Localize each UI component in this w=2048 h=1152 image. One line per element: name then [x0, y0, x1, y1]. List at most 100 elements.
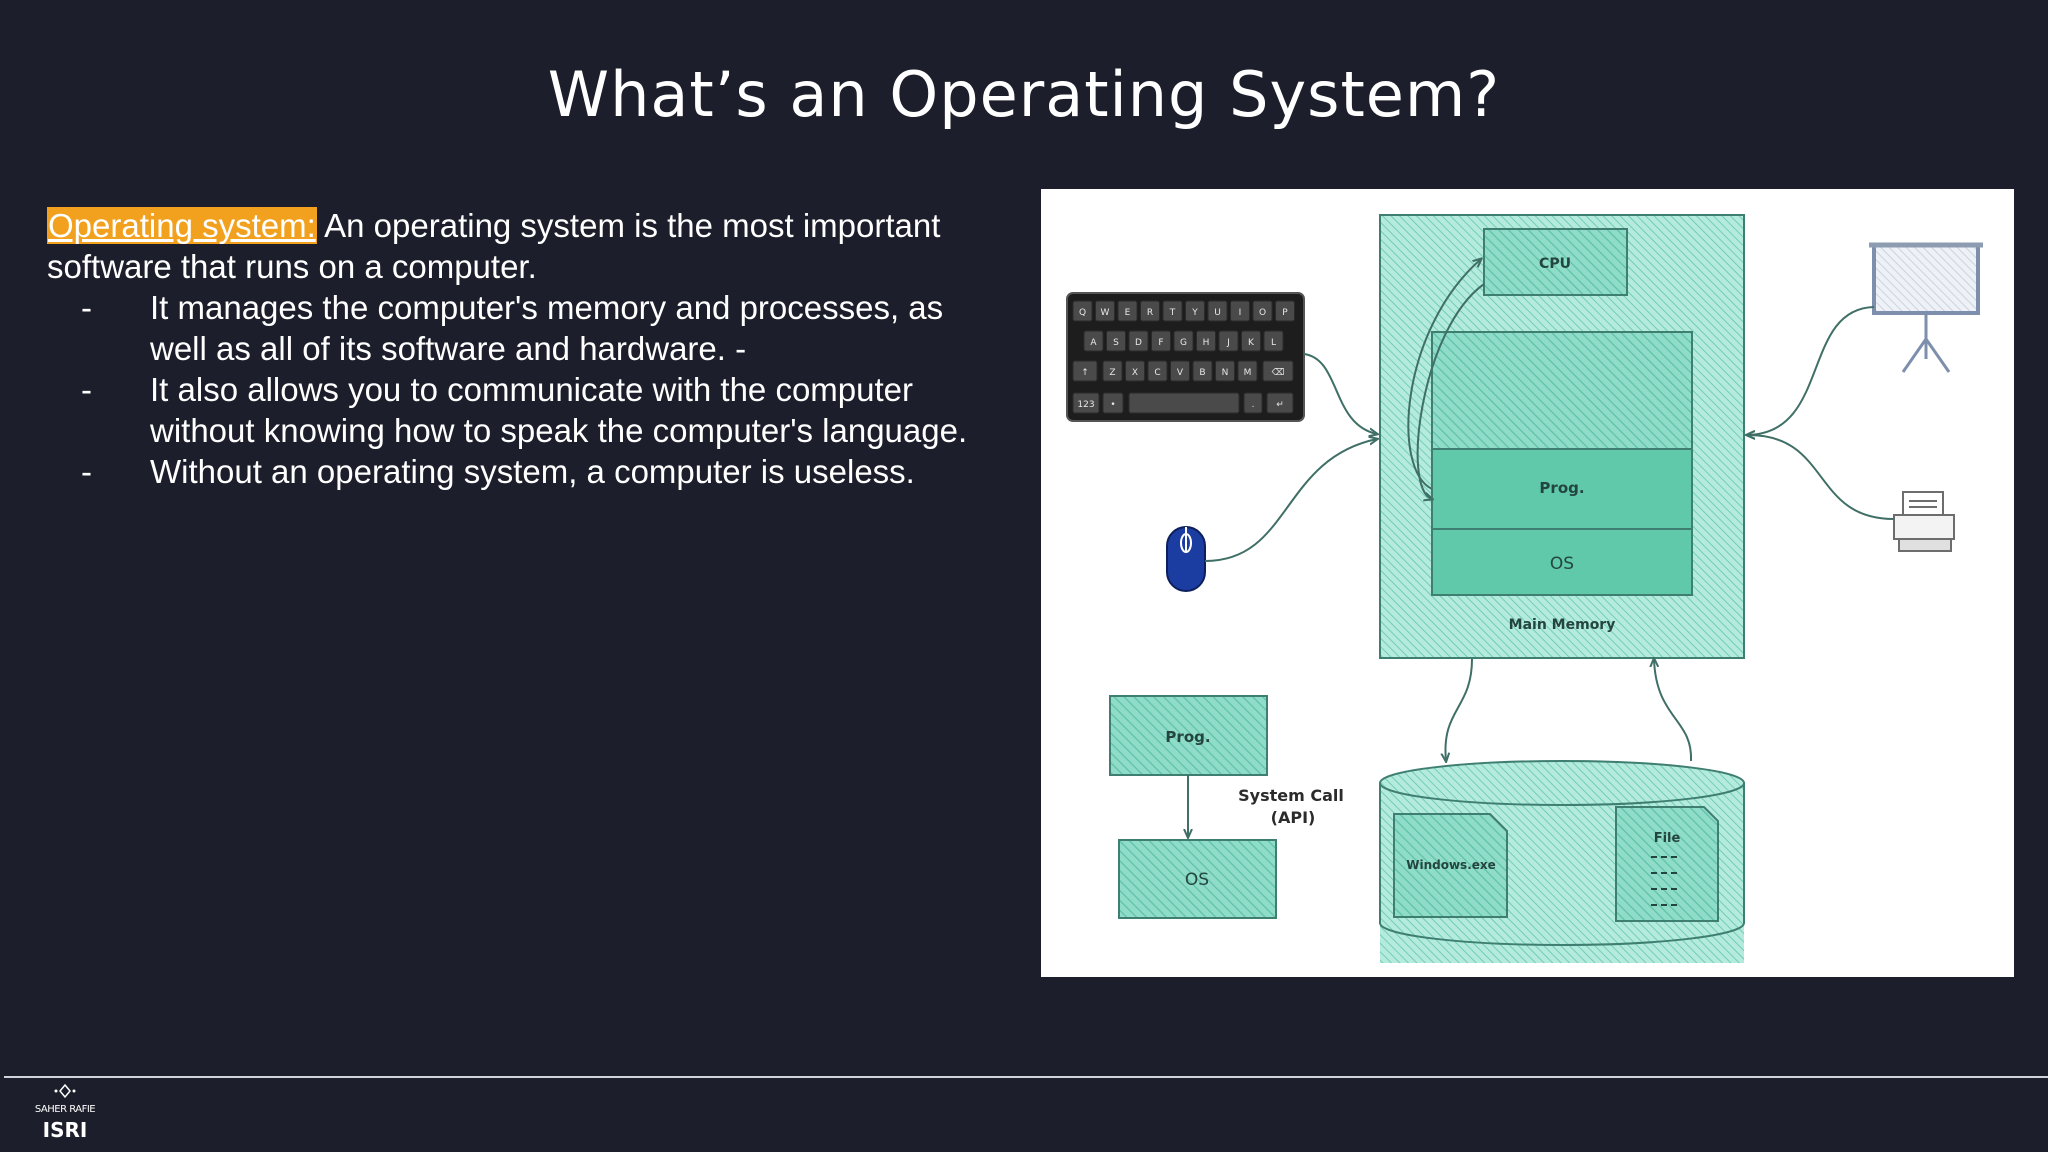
syscall-os-box: OS	[1118, 839, 1277, 919]
keyboard-key-label: ↵	[1276, 400, 1284, 410]
keyboard-key-label: M	[1244, 368, 1252, 378]
bullet-marker: -	[81, 371, 92, 408]
memory-block: Prog. OS	[1431, 331, 1693, 596]
bullet-text: It manages the computer's memory and pro…	[150, 289, 944, 367]
keyboard-key	[1117, 300, 1138, 322]
keyboard-key-label: •	[1110, 400, 1115, 410]
keyboard-key-label: P	[1282, 308, 1288, 318]
keyboard-key	[1263, 330, 1284, 352]
bullet-text: Without an operating system, a computer …	[150, 453, 915, 490]
keyboard-key-label: H	[1203, 338, 1210, 348]
printer-icon	[1893, 491, 1955, 552]
bullet-item: - It also allows you to communicate with…	[47, 369, 1007, 451]
keyboard-key	[1151, 330, 1171, 352]
projector-screen-icon	[1869, 242, 1983, 373]
keyboard-key-label: B	[1199, 368, 1205, 378]
keyboard-key-label: E	[1125, 308, 1131, 318]
keyboard-key	[1196, 330, 1216, 352]
keyboard-key-label: D	[1135, 338, 1142, 348]
keyboard-key-label: Z	[1109, 368, 1115, 378]
keyboard-key-label: 123	[1077, 400, 1094, 410]
keyboard-key-label: A	[1090, 338, 1097, 348]
disk-cylinder: Windows.exe File	[1379, 760, 1745, 963]
keyboard-key-label: Y	[1191, 308, 1198, 318]
api-label: (API)	[1271, 808, 1316, 827]
prog-label: Prog.	[1539, 479, 1584, 497]
keyboard-key-label: U	[1214, 308, 1221, 318]
cpu-label: CPU	[1539, 256, 1571, 272]
file-document: File	[1615, 806, 1719, 922]
intro-paragraph: Operating system: An operating system is…	[47, 205, 1007, 287]
keyboard-key	[1218, 330, 1239, 352]
bullet-list: - It manages the computer's memory and p…	[47, 287, 1007, 492]
keyboard-key-label: .	[1252, 400, 1255, 410]
cpu-to-memory-arrow	[1416, 283, 1485, 499]
file-label: File	[1654, 831, 1681, 846]
printer-arrow	[1747, 435, 1895, 520]
bullet-marker: -	[81, 289, 92, 326]
keyboard-key-label: O	[1259, 308, 1266, 318]
microphone-key	[1102, 392, 1124, 414]
disk-to-memory-arrow	[1654, 659, 1693, 762]
logo-line1: SAHER RAFIE	[34, 1104, 96, 1115]
keyboard-key-label: Q	[1079, 308, 1086, 318]
keyboard-key	[1230, 300, 1250, 322]
keyboard-key-label: L	[1271, 338, 1276, 348]
enter-key	[1266, 392, 1294, 414]
keyboard-key	[1083, 330, 1104, 352]
cpu-box: CPU	[1483, 228, 1628, 296]
keyboard-key	[1095, 300, 1115, 322]
shift-key	[1072, 360, 1098, 382]
mouse-icon	[1166, 526, 1206, 592]
slide-title: What’s an Operating System?	[547, 58, 1501, 131]
keyboard-key-label: ⌫	[1271, 368, 1285, 378]
backspace-key	[1262, 360, 1294, 382]
keyboard-key-label: W	[1101, 308, 1110, 318]
content-text: Operating system: An operating system is…	[47, 205, 1007, 492]
os-label: OS	[1550, 554, 1574, 574]
keyboard-key	[1106, 330, 1126, 352]
keyboard-key-label: I	[1239, 308, 1242, 318]
logo-line2: ISRI	[42, 1118, 88, 1142]
keyboard-key	[1192, 360, 1213, 382]
keyboard-key-label: S	[1113, 338, 1119, 348]
keyboard-key	[1102, 360, 1123, 382]
keyboard-key	[1185, 300, 1205, 322]
keyboard-key-label: N	[1222, 368, 1229, 378]
bullet-text: It also allows you to communicate with t…	[150, 371, 968, 449]
memory-to-disk-arrow	[1445, 658, 1473, 761]
keyboard-key	[1252, 300, 1273, 322]
keyboard-key-label: T	[1169, 308, 1176, 318]
keyboard-key	[1170, 360, 1190, 382]
keyboard-key-label: C	[1154, 368, 1160, 378]
highlighted-term: Operating system:	[47, 207, 317, 244]
intro-text: An operating system is the most importan…	[47, 207, 941, 285]
keyboard-arrow	[1303, 353, 1377, 434]
keyboard-key-label: F	[1158, 338, 1163, 348]
system-call-label: System Call	[1238, 786, 1344, 805]
footer-divider	[4, 1076, 2048, 1078]
keyboard-key	[1147, 360, 1168, 382]
bullet-item: - Without an operating system, a compute…	[47, 451, 1007, 492]
keyboard-key	[1162, 300, 1183, 322]
projector-arrow	[1747, 306, 1875, 435]
keyboard-key-label: K	[1248, 338, 1255, 348]
windows-exe-document: Windows.exe	[1393, 813, 1508, 918]
keyboard-key	[1173, 330, 1194, 352]
keyboard-key	[1275, 300, 1295, 322]
bullet-marker: -	[81, 453, 92, 490]
keyboard-key-label: V	[1177, 368, 1184, 378]
logo-mark-icon	[54, 1083, 76, 1099]
main-memory-label: Main Memory	[1509, 617, 1616, 633]
keyboard-key	[1125, 360, 1145, 382]
syscall-prog-label: Prog.	[1165, 728, 1210, 746]
keyboard-key	[1128, 330, 1149, 352]
mouse-arrow	[1204, 439, 1377, 562]
keyboard-key	[1241, 330, 1261, 352]
bullet-item: - It manages the computer's memory and p…	[47, 287, 1007, 369]
keyboard-key-label: J	[1226, 338, 1230, 348]
